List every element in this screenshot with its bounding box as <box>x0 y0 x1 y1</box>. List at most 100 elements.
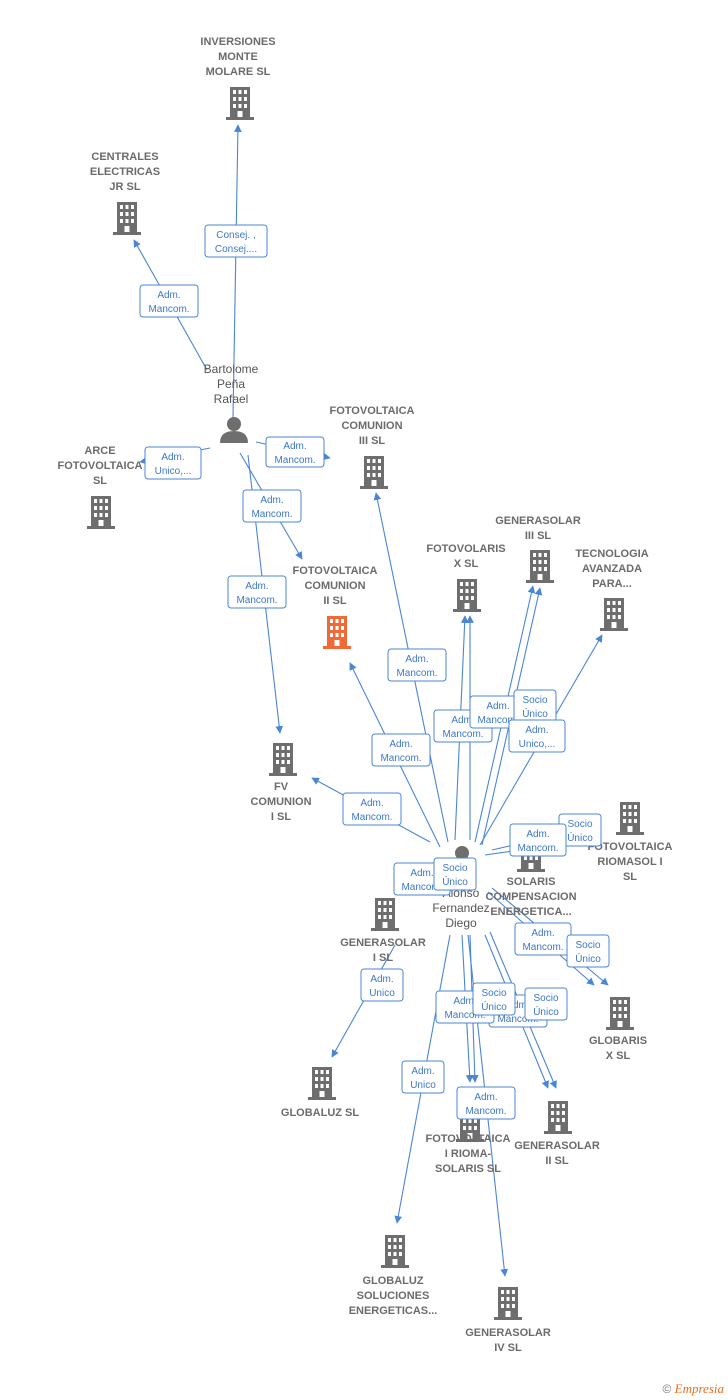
node-label-line: FOTOVOLTAICA <box>58 460 143 472</box>
relation-label-r-b-fvI[interactable]: Adm.Mancom. <box>227 575 287 609</box>
node-label-line: GLOBALUZ <box>362 1275 423 1287</box>
brand-logo[interactable]: Empresia <box>674 1381 724 1396</box>
relation-label-box <box>227 575 287 609</box>
relation-label-r-a-genIII-2[interactable]: Adm.Unico,... <box>508 719 566 753</box>
relation-label-text: Adm.Mancom. <box>251 495 292 520</box>
relation-label-r-a-globaluzSol[interactable]: Adm.Unico <box>401 1060 445 1094</box>
relation-label-box <box>342 792 402 826</box>
relation-label-text: Adm.Mancom. <box>396 654 437 679</box>
relation-label-r-b-fotoII[interactable]: Adm.Mancom. <box>242 489 302 523</box>
relation-label-line: Mancom. <box>148 304 189 315</box>
edge-bartolome-to-inversiones <box>232 124 242 419</box>
node-label-line: II SL <box>545 1155 569 1167</box>
relation-label-text: Consej. ,Consej.... <box>215 230 257 255</box>
relation-label-line: Mancom. <box>401 882 442 893</box>
relation-label-line: Mancom. <box>444 1010 485 1021</box>
relation-label-r-a-riomasol-2[interactable]: Adm.Mancom. <box>509 823 567 857</box>
relation-label-r-b-fotoIII[interactable]: Adm.Mancom. <box>265 436 325 468</box>
relation-label-box <box>360 968 404 1002</box>
relation-label-line: Adm. <box>506 1000 529 1011</box>
node-label-line: COMUNION <box>304 580 365 592</box>
node-label-line: SOLUCIONES <box>357 1290 430 1302</box>
relation-label-text: Adm.Mancom. <box>401 868 442 893</box>
node-label-line: FOTOVOLTAICA <box>588 841 673 853</box>
node-label: GLOBALUZ SL <box>281 1107 359 1119</box>
relation-label-line: Único <box>442 875 468 888</box>
relation-label-line: Socio <box>567 819 592 830</box>
node-label-line: AVANZADA <box>582 563 642 575</box>
node-label-line: COMUNION <box>250 796 311 808</box>
relation-label-line: Mancom. <box>442 729 483 740</box>
relation-label-text: Adm.Unico <box>369 974 395 999</box>
relation-label-r-b-centrales[interactable]: Adm.Mancom. <box>139 284 199 318</box>
node-label-line: MOLARE SL <box>206 66 271 78</box>
node-label-line: GLOBARIS <box>589 1035 647 1047</box>
node-label-line: Bartolome <box>204 362 259 376</box>
node-label-line: FOTOVOLTAICA <box>426 1133 511 1145</box>
relation-label-r-b-arce[interactable]: Adm.Unico,... <box>144 446 202 480</box>
relation-label-r-a-globaris-1[interactable]: Adm.Mancom. <box>514 922 572 956</box>
relation-label-r-a-fvI[interactable]: Adm. Mancom. <box>342 792 402 826</box>
relation-label-box <box>472 982 516 1016</box>
relation-label-box <box>456 1086 516 1120</box>
relation-label-line: Adm. <box>389 739 412 750</box>
node-label-line: Rafael <box>214 392 249 406</box>
relation-label-r-consej[interactable]: Consej. ,Consej.... <box>204 224 268 258</box>
node-label-line: ARCE <box>84 445 115 457</box>
relation-label-line: Mancom. <box>497 1014 538 1025</box>
node-label-line: FV <box>274 781 289 793</box>
node-label-line: COMPENSACION <box>485 891 576 903</box>
relation-label-text: Adm.Mancom. <box>236 581 277 606</box>
relation-label-line: Único <box>533 1005 559 1018</box>
building-icon <box>371 898 399 931</box>
building-icon <box>381 1235 409 1268</box>
relation-label-box <box>566 934 610 968</box>
relation-label-r-a-fotoIII[interactable]: Adm.Mancom. <box>387 648 447 682</box>
relation-label-box <box>242 489 302 523</box>
copyright-symbol: © <box>662 1382 672 1396</box>
relation-label-line: Adm. <box>474 1092 497 1103</box>
node-label-line: ELECTRICAS <box>90 166 160 178</box>
node-globaluz[interactable]: GLOBALUZ SL <box>281 1067 359 1119</box>
relation-label-line: Unico,... <box>155 466 192 477</box>
node-label-line: III SL <box>525 530 552 542</box>
relation-label-r-a-genIV[interactable]: Adm.Mancom. <box>456 1086 516 1120</box>
relation-label-r-a-fotoII[interactable]: Adm.Mancom. <box>371 733 431 767</box>
relation-label-line: Mancom. <box>351 812 392 823</box>
relation-label-line: Socio <box>533 993 558 1004</box>
relation-label-line: Mancom. <box>517 843 558 854</box>
relation-label-r-genI-globaluz[interactable]: Adm.Unico <box>360 968 404 1002</box>
relation-label-line: Adm. <box>360 798 383 809</box>
node-label-line: SOLARIS SL <box>435 1163 501 1175</box>
building-icon <box>453 579 481 612</box>
